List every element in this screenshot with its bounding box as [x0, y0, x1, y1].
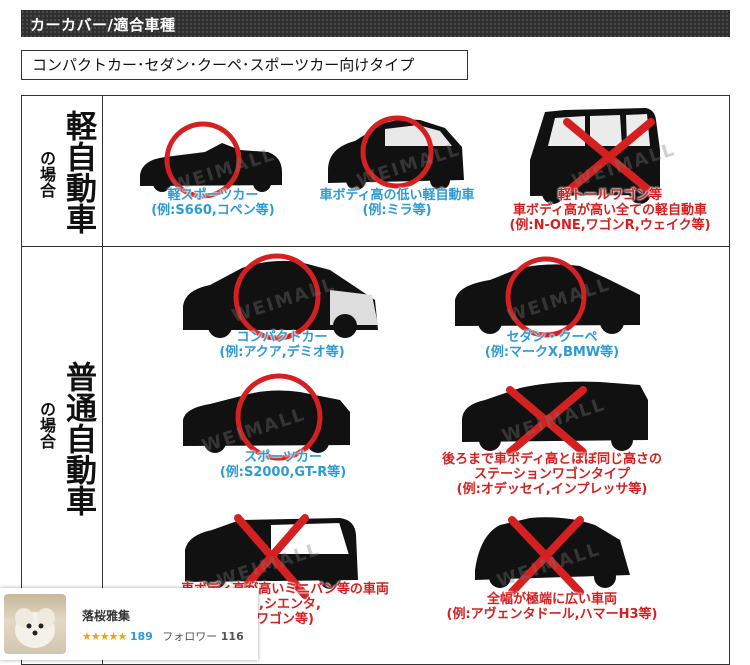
car-f1-silhouette — [183, 260, 378, 338]
section-header: カーカバー/適合車種 — [21, 10, 730, 37]
caption-f2-line1: セダン・クーペ — [506, 330, 598, 345]
seller-badge[interactable]: 落桜雅集 ★★★★★ 189 フォロワー 116 — [0, 588, 258, 660]
car-f3-silhouette — [183, 390, 350, 453]
caption-f2: セダン・クーペ (例:マークX,BMW等) — [485, 330, 619, 360]
fit-mark-f3 — [235, 373, 323, 461]
ng-mark-f6 — [508, 516, 584, 596]
ng-mark-f4 — [506, 386, 587, 456]
caption-f4-line2: ステーションワゴンタイプ — [474, 467, 630, 482]
rating-stars-icon: ★★★★★ — [82, 630, 127, 643]
car-f2-silhouette — [455, 264, 640, 334]
caption-f4-line3: (例:オデッセイ,インプレッサ等) — [456, 482, 648, 497]
caption-f3-line2: (例:S2000,GT-R等) — [219, 465, 347, 480]
followers-label: フォロワー — [162, 630, 218, 643]
futsu-label-small: の場合 — [37, 401, 54, 449]
caption-k1-line1: 軽スポーツカー — [167, 188, 259, 203]
ng-mark-f5 — [234, 514, 309, 599]
fit-mark-f2 — [505, 256, 587, 338]
ng-mark-k3 — [563, 118, 655, 196]
followers-count: 116 — [220, 630, 244, 643]
kei-label: 軽自動車 の場合 — [30, 106, 98, 241]
avatar[interactable] — [4, 594, 66, 654]
futsu-label: 普通自動車 の場合 — [30, 361, 98, 521]
fit-mark-k2 — [360, 115, 434, 189]
kei-label-big: 軽自動車 — [61, 110, 96, 234]
seller-name[interactable]: 落桜雅集 — [82, 609, 131, 623]
caption-k1: 軽スポーツカー (例:S660,コペン等) — [151, 188, 275, 218]
caption-f1-line2: (例:アクア,デミオ等) — [219, 345, 345, 360]
seller-stats: ★★★★★ 189 フォロワー 116 — [82, 628, 244, 644]
fit-mark-f1 — [233, 253, 321, 341]
row-divider — [22, 246, 729, 247]
cover-type-title: コンパクトカー･セダン･クーペ･スポーツカー向けタイプ — [21, 50, 468, 80]
caption-k2: 車ボディ高の低い軽自動車 (例:ミラ等) — [319, 188, 474, 218]
caption-f1-line1: コンパクトカー — [236, 330, 328, 345]
caption-k3-line3: (例:N-ONE,ワゴンR,ウェイク等) — [509, 218, 711, 233]
futsu-label-big: 普通自動車 — [61, 361, 96, 516]
caption-f4-line1: 後ろまで車ボディ高とほぼ同じ高さの — [441, 452, 663, 467]
caption-f5-line3: ワゴン等) — [256, 612, 314, 627]
caption-k2-line1: 車ボディ高の低い軽自動車 — [319, 188, 475, 203]
caption-k3-line1: 軽トールワゴン等 — [557, 188, 663, 203]
car-k1-silhouette — [140, 143, 282, 192]
caption-f6: 全幅が極端に広い車両 (例:アヴェンタドール,ハマーH3等) — [447, 592, 658, 622]
compatibility-table: 軽自動車 の場合 普通自動車 の場合 — [21, 95, 730, 665]
caption-f6-line2: (例:アヴェンタドール,ハマーH3等) — [446, 607, 658, 622]
caption-f3-line1: スポーツカー — [244, 450, 322, 465]
caption-k3-line2: 車ボディ高が高い全ての軽自動車 — [512, 203, 708, 218]
caption-f1: コンパクトカー (例:アクア,デミオ等) — [219, 330, 344, 360]
caption-k2-line2: (例:ミラ等) — [362, 203, 432, 218]
caption-f3: スポーツカー (例:S2000,GT-R等) — [220, 450, 346, 480]
fit-mark-k1 — [164, 121, 242, 199]
kei-label-small: の場合 — [37, 150, 54, 198]
dog-avatar-icon — [15, 608, 55, 648]
column-divider — [102, 96, 103, 664]
caption-k1-line2: (例:S660,コペン等) — [151, 203, 275, 218]
caption-f4: 後ろまで車ボディ高とほぼ同じ高さの ステーションワゴンタイプ (例:オデッセイ,… — [442, 452, 662, 497]
caption-f6-line1: 全幅が極端に広い車両 — [486, 592, 618, 607]
caption-k3: 軽トールワゴン等 車ボディ高が高い全ての軽自動車 (例:N-ONE,ワゴンR,ウ… — [509, 188, 710, 233]
rating-count: 189 — [129, 630, 153, 643]
caption-f2-line2: (例:マークX,BMW等) — [484, 345, 620, 360]
car-f5-silhouette — [185, 518, 358, 589]
header-title: カーカバー/適合車種 — [30, 16, 176, 34]
caption-f5-line2: B,シエンタ, — [249, 597, 321, 612]
